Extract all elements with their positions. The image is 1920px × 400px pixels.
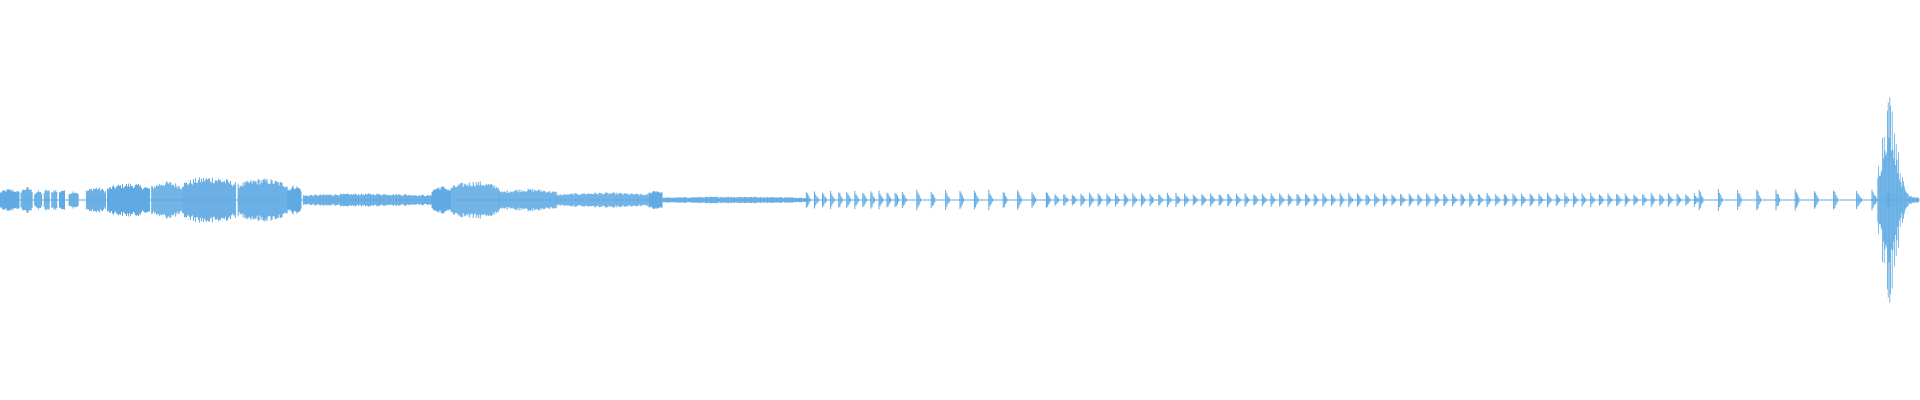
waveform-panel [0, 97, 1920, 303]
audio-waveform [0, 97, 1920, 303]
